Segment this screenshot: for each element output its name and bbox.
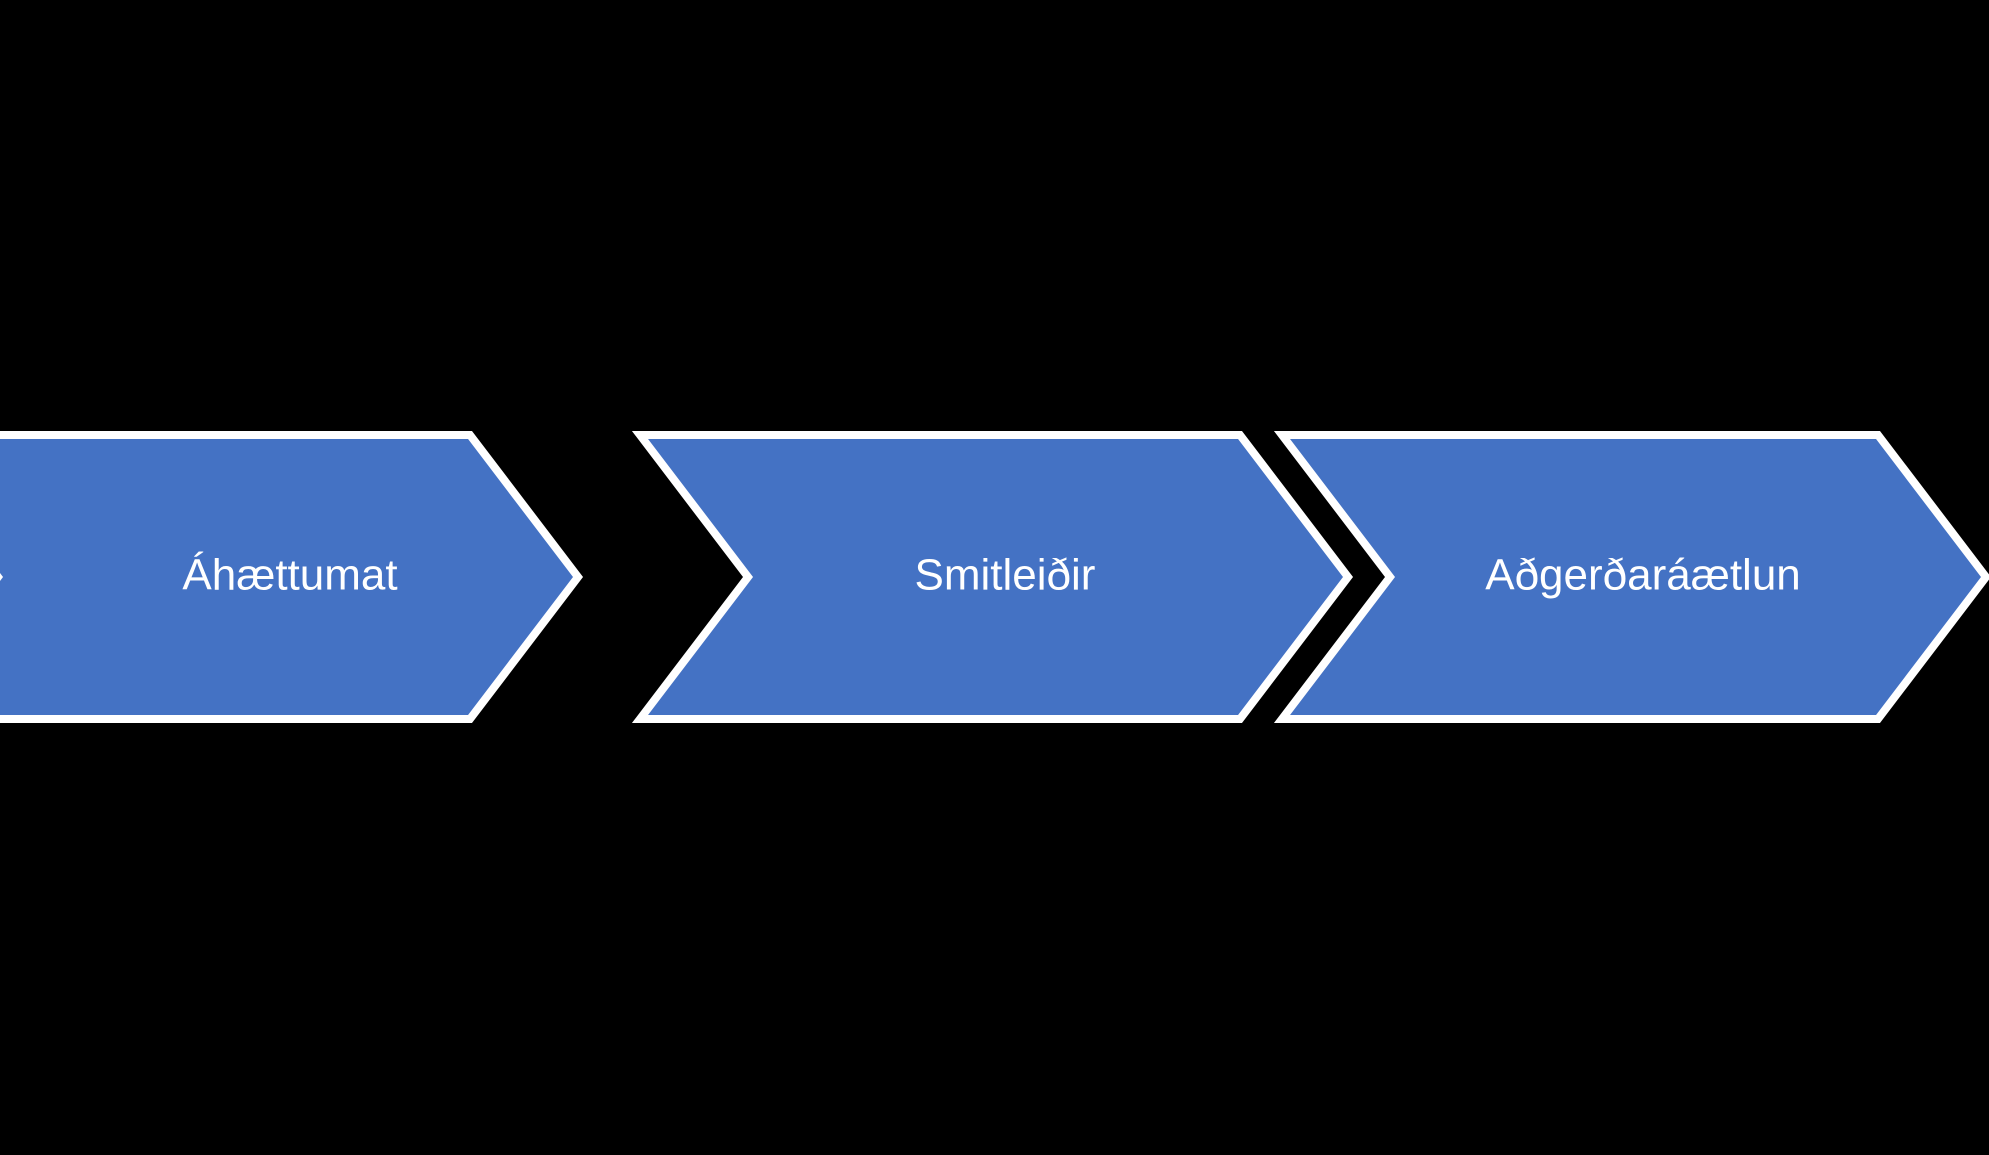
chevron-label-step-2: Smitleiðir (915, 551, 1096, 600)
process-step-1[interactable]: Áhættumat (0, 431, 584, 723)
chevron-shape-step-1[interactable] (0, 431, 584, 723)
process-step-3[interactable]: Aðgerðaráætlun (1273, 431, 1989, 723)
chevron-shape-step-2[interactable] (631, 431, 1354, 723)
chevron-label-step-1: Áhættumat (182, 551, 397, 600)
chevron-label-step-3: Aðgerðaráætlun (1485, 551, 1801, 600)
chevron-shape-step-3[interactable] (1273, 431, 1989, 723)
process-step-2[interactable]: Smitleiðir (631, 431, 1354, 723)
